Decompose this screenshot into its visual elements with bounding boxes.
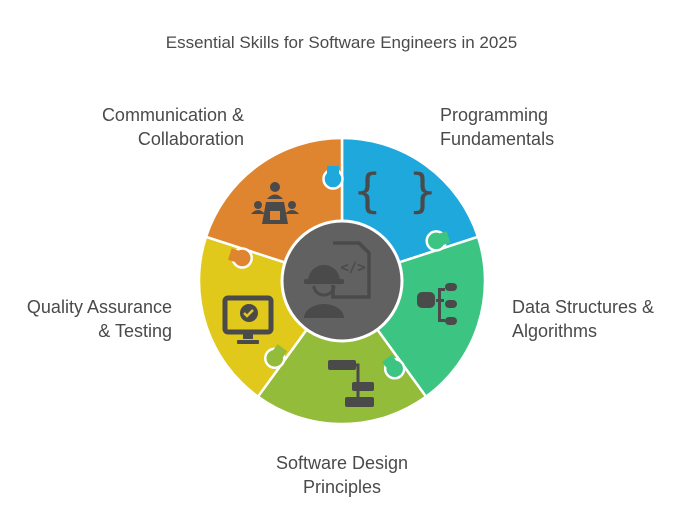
label-data-structures: Data Structures & Algorithms — [512, 295, 654, 343]
label-line: Quality Assurance — [26, 297, 172, 317]
label-line: Principles — [302, 477, 382, 497]
meeting-icon — [251, 182, 299, 224]
label-quality-assurance: Quality Assurance & Testing — [27, 295, 172, 343]
label-line: Data Structures & — [512, 297, 655, 317]
flowchart-icon — [328, 360, 374, 407]
label-software-design: Software Design Principles — [242, 451, 442, 499]
svg-text:{ }: { } — [353, 164, 436, 218]
engineer-code-icon: </> — [304, 241, 371, 318]
database-tree-icon — [417, 283, 457, 325]
monitor-check-icon — [222, 295, 274, 344]
label-line: Algorithms — [512, 321, 598, 341]
diagram-title: Essential Skills for Software Engineers … — [165, 33, 518, 52]
label-line: Software Design — [275, 453, 409, 473]
puzzle-tab-neck — [327, 166, 339, 178]
puzzle-tab-neck — [227, 248, 244, 264]
puzzle-tab-neck — [435, 231, 451, 247]
label-programming-fundamentals: Programming Fundamentals — [440, 103, 554, 151]
puzzle-tab-neck — [270, 344, 288, 361]
label-line: & Testing — [98, 321, 172, 341]
puzzle-tab-neck — [382, 354, 399, 372]
label-line: Communication & — [101, 105, 244, 125]
label-line: Programming — [440, 105, 549, 125]
segment-2 — [256, 278, 428, 426]
label-line: Fundamentals — [440, 129, 555, 149]
label-communication: Communication & Collaboration — [102, 103, 244, 151]
curly-braces-icon: { } — [353, 164, 436, 218]
label-line: Collaboration — [137, 129, 244, 149]
svg-text:</>: </> — [340, 260, 365, 276]
